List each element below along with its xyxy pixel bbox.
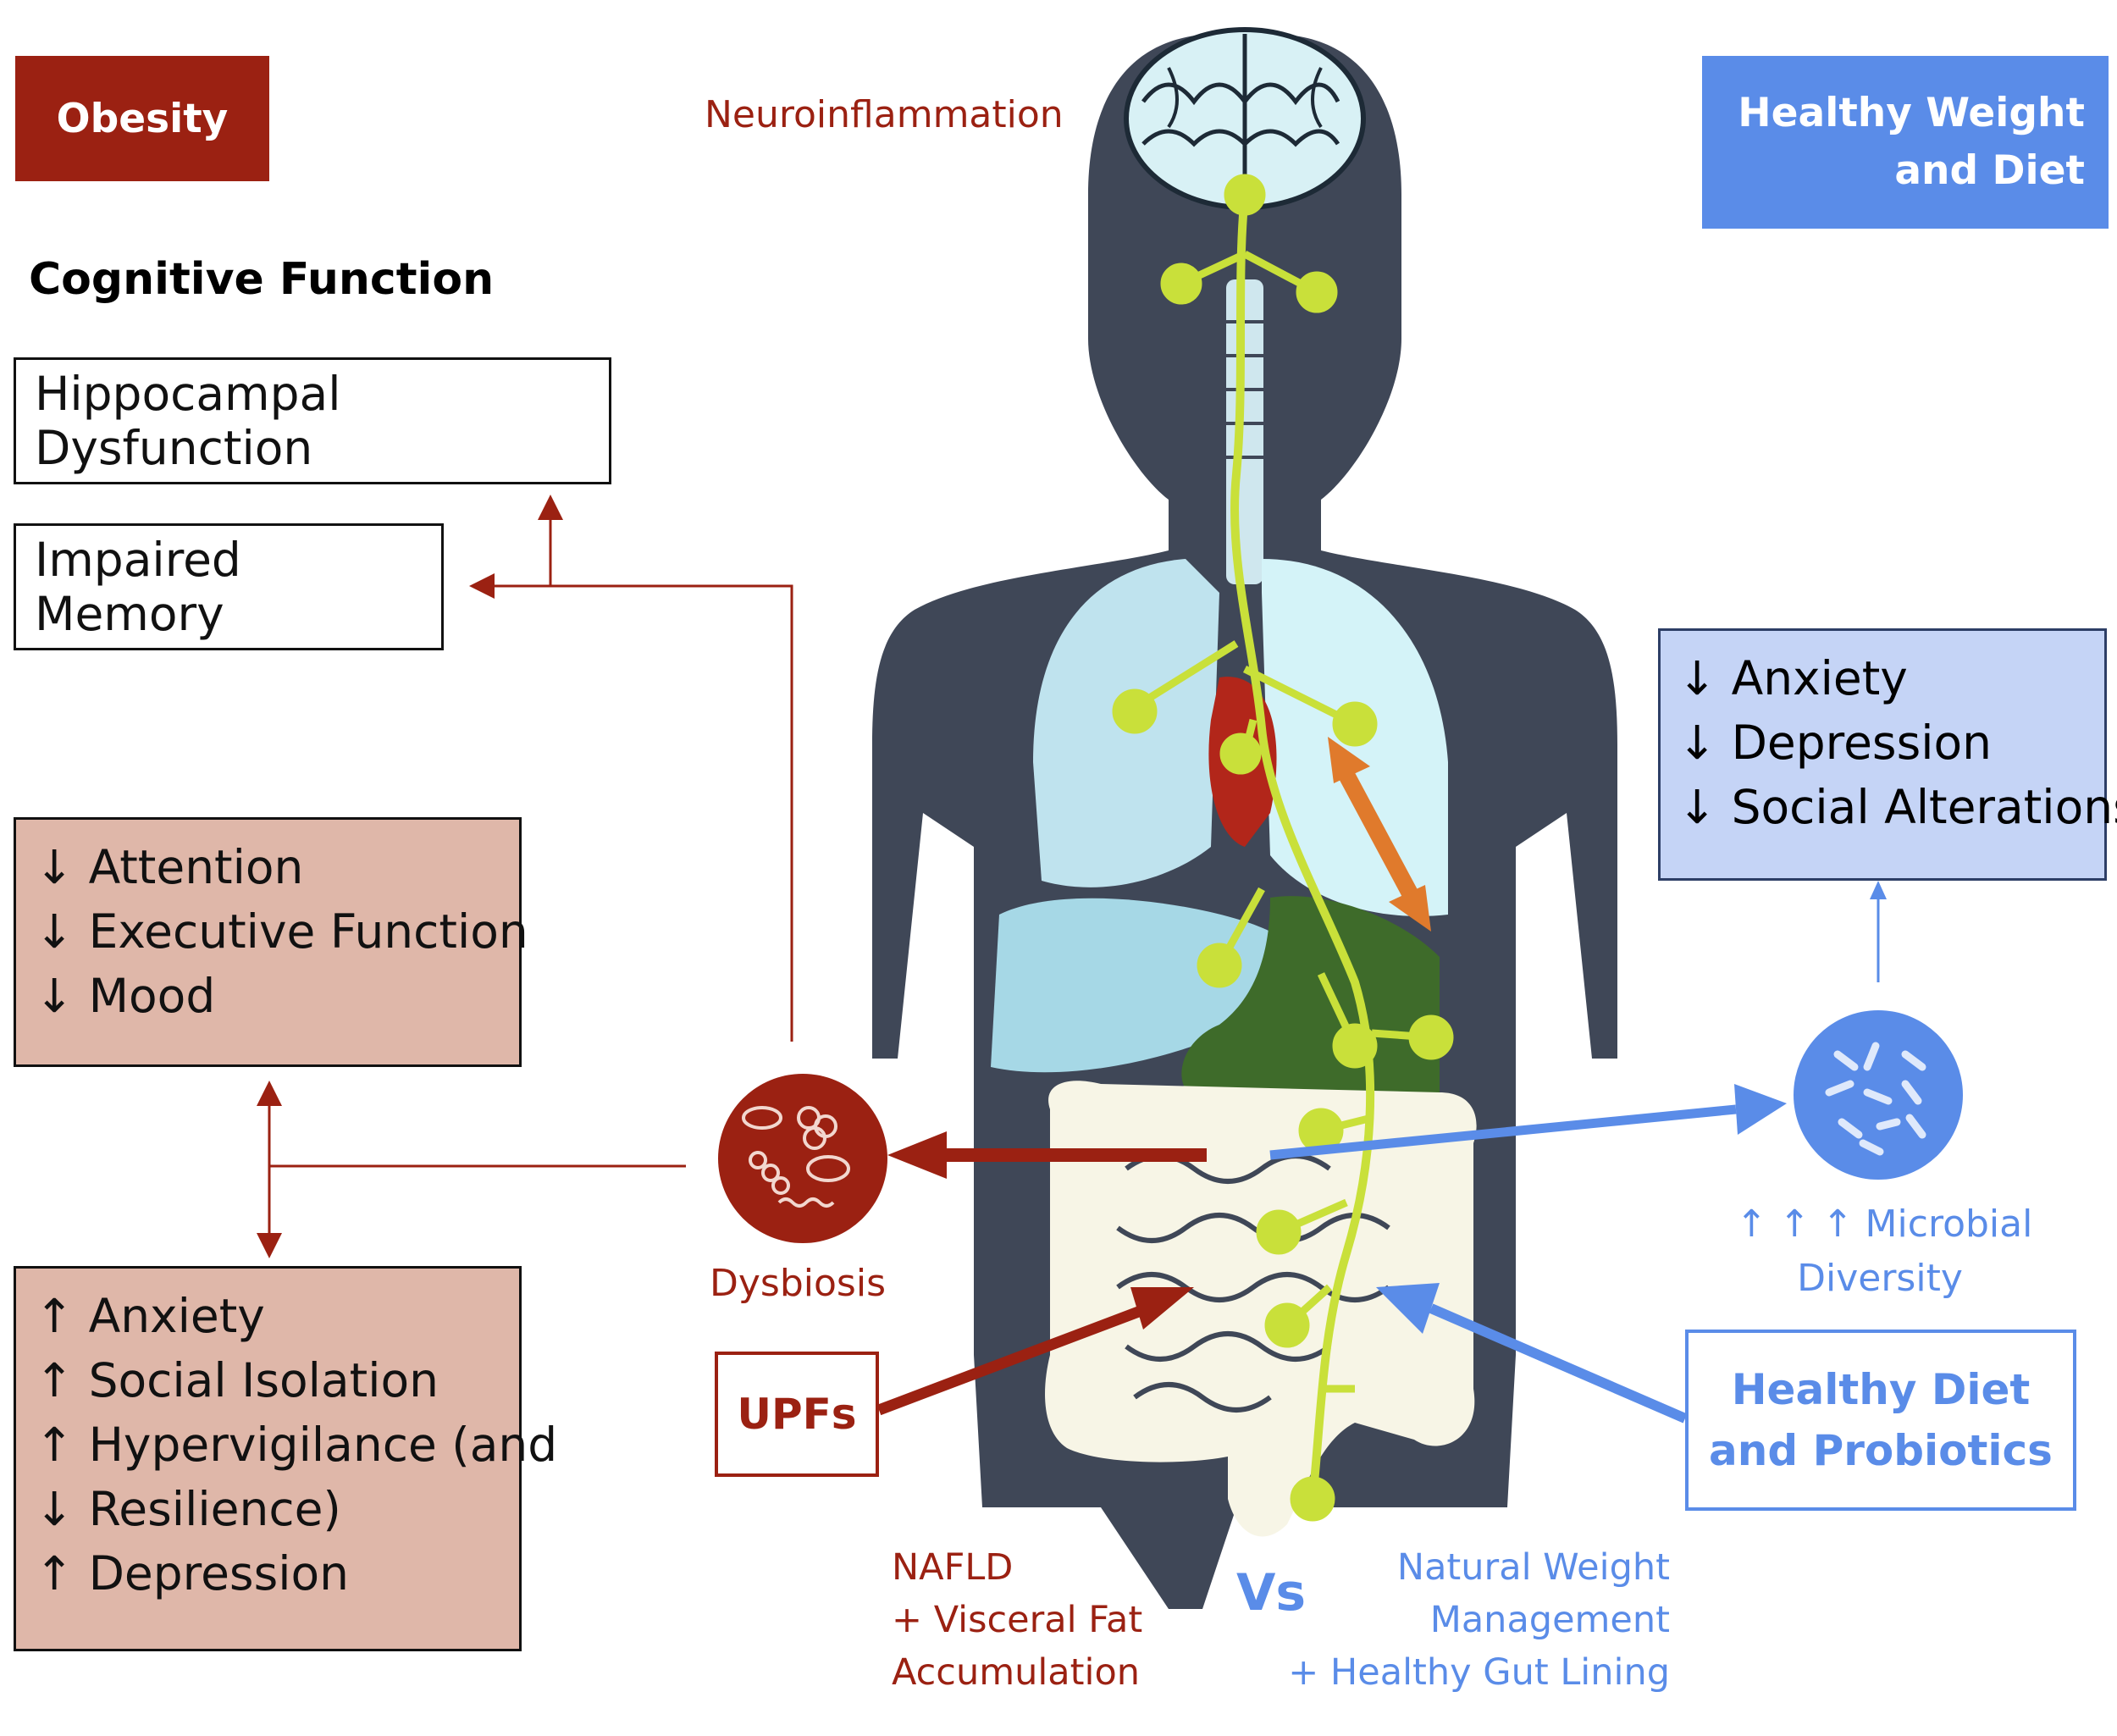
vagus-nerve xyxy=(1112,174,1454,1522)
liver xyxy=(991,898,1270,1073)
healthy-effect-anxiety: ↓ Anxiety xyxy=(1678,651,1908,705)
effect-mood: ↓ Mood xyxy=(35,969,216,1023)
brain-icon xyxy=(1124,27,1366,210)
healthy-diet-line1: Healthy Diet xyxy=(1731,1365,2031,1414)
gut-to-microbiome-arrow xyxy=(1269,1104,1737,1160)
hippocampal-dysfunction-box: Hippocampal Dysfunction xyxy=(14,357,611,484)
nafld-caption: NAFLD + Visceral Fat Accumulation xyxy=(892,1541,1142,1699)
natural-line3: + Healthy Gut Lining xyxy=(1288,1651,1670,1694)
upfs-box: UPFs xyxy=(715,1352,879,1477)
healthy-effects-box: ↓ Anxiety ↓ Depression ↓ Social Alterati… xyxy=(1658,628,2117,881)
natural-weight-caption: Natural Weight Management + Healthy Gut … xyxy=(1270,1541,1670,1699)
microbiome-diversity-icon xyxy=(1794,1010,1963,1180)
upf-arrow xyxy=(876,1302,1150,1416)
nafld-line2: + Visceral Fat xyxy=(892,1599,1143,1641)
healthy-title-line1: Healthy Weight xyxy=(1738,90,2085,136)
healthy-title-line2: and Diet xyxy=(1894,147,2085,194)
dysbiosis-label: Dysbiosis xyxy=(710,1262,886,1305)
natural-line1: Natural Weight xyxy=(1396,1546,1670,1589)
effect-anxiety: ↑ Anxiety xyxy=(35,1289,265,1343)
healthy-effect-depression: ↓ Depression xyxy=(1678,716,1993,770)
stomach xyxy=(1181,896,1440,1114)
natural-line2: Management xyxy=(1429,1599,1670,1641)
versus-label: Vs xyxy=(1236,1563,1307,1623)
microbial-line1: ↑ ↑ ↑ Microbial xyxy=(1736,1202,2033,1246)
intestines xyxy=(1045,1081,1477,1537)
cognitive-function-heading: Cognitive Function xyxy=(29,254,495,305)
dysbiosis-bacteria-icon xyxy=(718,1074,887,1243)
effect-hypervigilance: ↑ Hypervigilance (and xyxy=(35,1418,558,1472)
impaired-memory-box: Impaired Memory xyxy=(14,523,444,650)
effect-executive-function: ↓ Executive Function xyxy=(35,904,528,959)
effect-resilience: ↓ Resilience) xyxy=(35,1482,341,1536)
neuroinflammation-label: Neuroinflammation xyxy=(705,93,1064,136)
effect-social-isolation: ↑ Social Isolation xyxy=(35,1353,439,1407)
nafld-line1: NAFLD xyxy=(892,1546,1014,1589)
effect-attention: ↓ Attention xyxy=(35,840,304,894)
nafld-line3: Accumulation xyxy=(892,1651,1141,1694)
healthy-weight-title: Healthy Weight and Diet xyxy=(1702,56,2109,229)
microbial-line2: Diversity xyxy=(1797,1257,1963,1300)
effect-depression: ↑ Depression xyxy=(35,1546,350,1601)
healthy-diet-probiotics-box: Healthy Diet and Probiotics xyxy=(1685,1330,2076,1511)
obesity-title: Obesity xyxy=(15,56,269,181)
impaired-memory-text: Impaired Memory xyxy=(35,533,241,641)
anxiety-effects-box: ↑ Anxiety ↑ Social Isolation ↑ Hypervigi… xyxy=(14,1266,558,1651)
attention-effects-box: ↓ Attention ↓ Executive Function ↓ Mood xyxy=(14,817,528,1067)
healthy-effect-social: ↓ Social Alterations xyxy=(1678,780,2117,834)
gut-brain-double-arrow xyxy=(1328,737,1431,932)
healthy-diet-line2: and Probiotics xyxy=(1709,1426,2053,1475)
microbial-diversity-label: ↑ ↑ ↑ Microbial Diversity xyxy=(1736,1197,2033,1306)
healthy-diet-arrow xyxy=(1429,1303,1688,1424)
hippocampal-dysfunction-text: Hippocampal Dysfunction xyxy=(35,367,341,475)
